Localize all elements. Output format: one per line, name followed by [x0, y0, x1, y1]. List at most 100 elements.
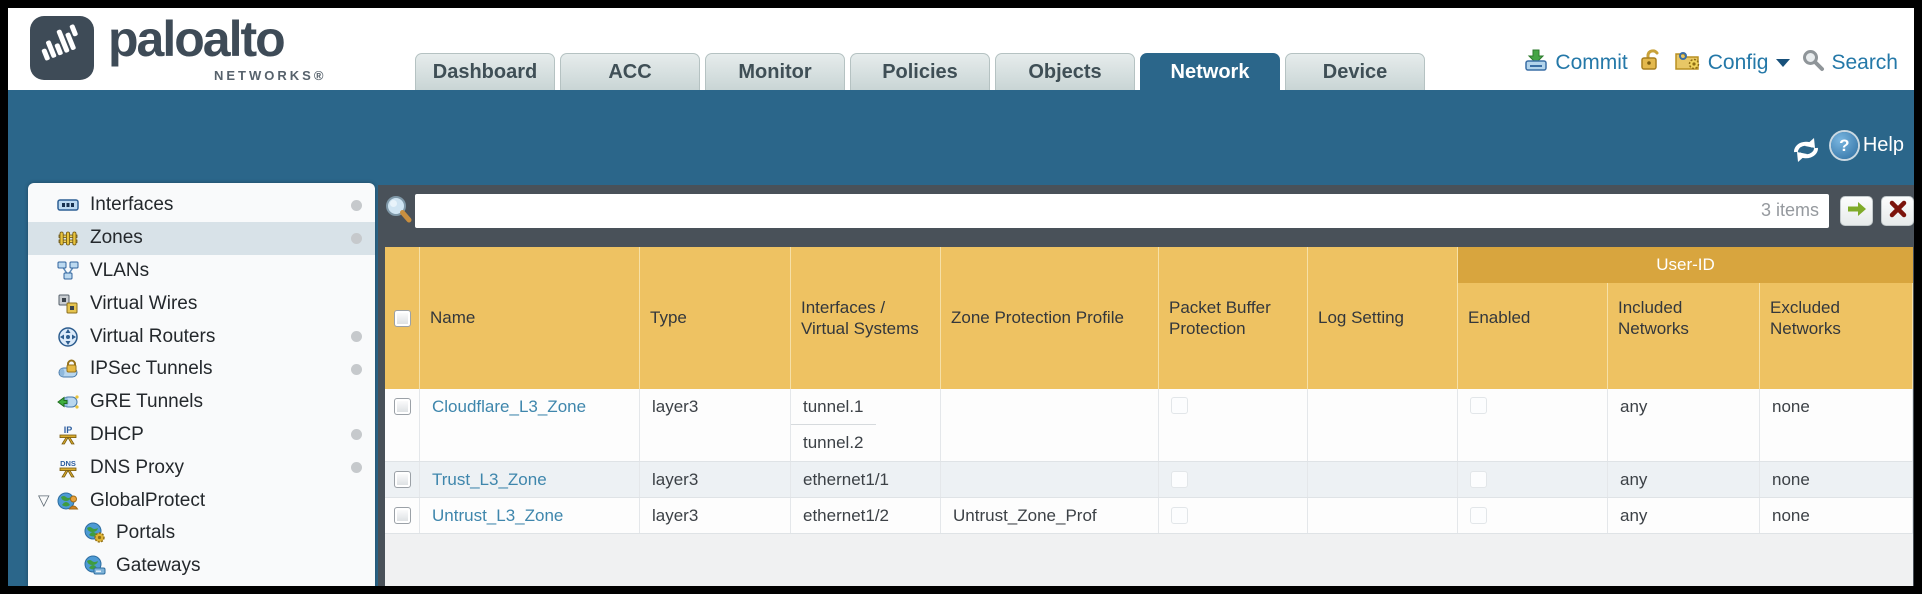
config-menu-button[interactable]: Config: [1674, 48, 1791, 78]
row-select-cell: [385, 462, 420, 497]
paloalto-logo-icon: [30, 16, 94, 80]
sidebar-item-label: Zones: [90, 227, 143, 249]
search-icon: [1801, 48, 1825, 78]
top-header: paloalto NETWORKS® Dashboard ACC Monitor…: [8, 8, 1914, 90]
included-networks: any: [1608, 462, 1760, 497]
sidebar-item-label: DHCP: [90, 423, 144, 445]
sidebar-item-vlans[interactable]: VLANs: [28, 255, 375, 288]
sidebar-item-globalprotect[interactable]: ▽ GlobalProtect: [28, 484, 375, 517]
col-header-excluded-networks[interactable]: Excluded Networks: [1760, 247, 1913, 389]
search-label: Search: [1831, 51, 1898, 74]
tab-network[interactable]: Network: [1140, 53, 1280, 90]
lock-icon[interactable]: [1639, 48, 1663, 78]
included-networks: any: [1608, 389, 1760, 461]
vlans-icon: [57, 260, 79, 282]
interfaces-icon: [57, 194, 79, 216]
main-tabs: Dashboard ACC Monitor Policies Objects N…: [415, 53, 1425, 90]
enabled-checkbox[interactable]: [1470, 471, 1487, 488]
col-header-interfaces[interactable]: Interfaces / Virtual Systems: [791, 247, 941, 389]
filter-input[interactable]: [415, 194, 1829, 228]
items-count: 3 items: [1760, 200, 1819, 220]
tab-objects[interactable]: Objects: [995, 53, 1135, 90]
tab-dashboard[interactable]: Dashboard: [415, 53, 555, 90]
excluded-networks: none: [1760, 498, 1913, 533]
tab-device[interactable]: Device: [1285, 53, 1425, 90]
sidebar-item-virtual-wires[interactable]: Virtual Wires: [28, 287, 375, 320]
select-all-cell: [385, 247, 420, 389]
filter-bar: 3 items: [415, 194, 1829, 228]
zone-type: layer3: [640, 498, 791, 533]
zone-name-link[interactable]: Untrust_L3_Zone: [432, 505, 564, 525]
col-header-enabled[interactable]: Enabled: [1458, 247, 1608, 389]
sidebar-item-interfaces[interactable]: Interfaces: [28, 189, 375, 222]
help-icon: ?: [1830, 132, 1858, 159]
sidebar-item-label: GlobalProtect: [90, 489, 206, 511]
col-header-zone-protection-profile[interactable]: Zone Protection Profile: [941, 247, 1159, 389]
expander-triangle-icon[interactable]: ▽: [38, 492, 50, 510]
table-row: Trust_L3_Zone layer3 ethernet1/1 any non…: [385, 462, 1913, 498]
red-x-icon: [1889, 200, 1907, 223]
sidebar-item-label: Virtual Wires: [90, 292, 198, 314]
status-dot: [351, 199, 362, 211]
tab-monitor[interactable]: Monitor: [705, 53, 845, 90]
sidebar-item-label: IPSec Tunnels: [90, 358, 213, 380]
table-header: User-ID Name Type Interfaces / Virtual S…: [385, 247, 1913, 389]
sidebar-item-zones[interactable]: Zones: [28, 221, 375, 255]
sidebar-item-dhcp[interactable]: IP DHCP: [28, 419, 375, 452]
sidebar-item-label: Interfaces: [90, 194, 174, 216]
tab-acc[interactable]: ACC: [560, 53, 700, 90]
included-networks: any: [1608, 498, 1760, 533]
global-search-button[interactable]: Search: [1801, 48, 1898, 78]
sidebar-item-dns-proxy[interactable]: DNS DNS Proxy: [28, 451, 375, 484]
col-header-type[interactable]: Type: [640, 247, 791, 389]
col-header-name[interactable]: Name: [420, 247, 640, 389]
commit-button[interactable]: Commit: [1523, 48, 1628, 78]
brand-subtitle: NETWORKS®: [214, 68, 327, 83]
enabled-checkbox[interactable]: [1470, 397, 1487, 414]
sidebar-item-portals[interactable]: Portals: [28, 517, 375, 550]
zone-name-link[interactable]: Trust_L3_Zone: [432, 469, 547, 489]
packet-buffer-checkbox[interactable]: [1171, 397, 1188, 414]
zone-protection-profile: [941, 389, 1159, 461]
filter-search-icon: [384, 194, 412, 229]
packet-buffer-checkbox[interactable]: [1171, 471, 1188, 488]
refresh-icon[interactable]: [1790, 136, 1822, 169]
config-label: Config: [1707, 51, 1769, 74]
sidebar-item-label: DNS Proxy: [90, 456, 184, 478]
select-all-checkbox[interactable]: [393, 309, 411, 327]
row-select-cell: [385, 389, 420, 461]
sidebar-item-label: Virtual Routers: [90, 325, 216, 347]
row-checkbox[interactable]: [393, 471, 411, 488]
zone-name-link[interactable]: Cloudflare_L3_Zone: [432, 397, 587, 416]
commit-label: Commit: [1555, 51, 1628, 74]
table-row: Untrust_L3_Zone layer3 ethernet1/2 Untru…: [385, 498, 1913, 534]
gre-tunnels-icon: [57, 391, 79, 413]
col-header-included-networks[interactable]: Included Networks: [1608, 247, 1760, 389]
zone-protection-profile: Untrust_Zone_Prof: [941, 498, 1159, 533]
sidebar-item-virtual-routers[interactable]: Virtual Routers: [28, 320, 375, 353]
tab-policies[interactable]: Policies: [850, 53, 990, 90]
row-checkbox[interactable]: [393, 398, 411, 415]
userid-enabled-cell: [1458, 462, 1608, 497]
excluded-networks: none: [1760, 389, 1913, 461]
sidebar-item-gateways[interactable]: Gateways: [28, 550, 375, 583]
interface-item: tunnel.1: [791, 389, 876, 425]
virtual-routers-icon: [57, 326, 79, 348]
row-checkbox[interactable]: [393, 507, 411, 524]
page-band: ? Help: [8, 90, 1914, 185]
log-setting: [1308, 389, 1458, 461]
status-dot: [351, 462, 362, 474]
sidebar-item-ipsec-tunnels[interactable]: IPSec Tunnels: [28, 353, 375, 386]
col-header-log-setting[interactable]: Log Setting: [1308, 247, 1458, 389]
enabled-checkbox[interactable]: [1470, 507, 1487, 524]
packet-buffer-checkbox[interactable]: [1171, 507, 1188, 524]
help-button[interactable]: ? Help: [1830, 132, 1904, 159]
sidebar-item-label: VLANs: [90, 259, 150, 281]
sidebar-item-gre-tunnels[interactable]: GRE Tunnels: [28, 386, 375, 419]
col-header-packet-buffer-protection[interactable]: Packet Buffer Protection: [1159, 247, 1308, 389]
apply-filter-button[interactable]: [1840, 196, 1873, 226]
interface-item: tunnel.2: [803, 433, 864, 452]
globalprotect-icon: [57, 490, 79, 512]
packet-buffer-protection-cell: [1159, 498, 1308, 533]
clear-filter-button[interactable]: [1881, 196, 1914, 226]
